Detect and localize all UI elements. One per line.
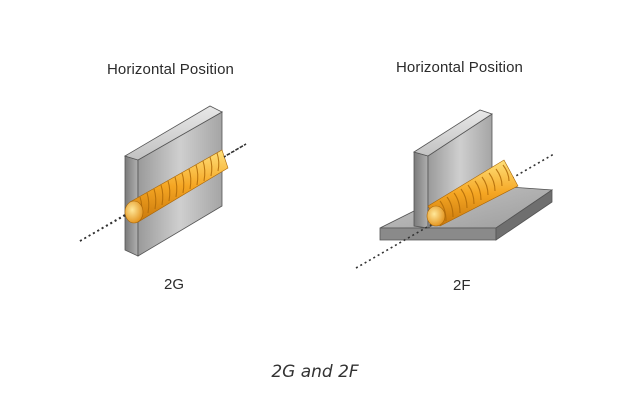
panel-title-right: Horizontal Position xyxy=(396,59,523,76)
plate-top-edge xyxy=(124,105,223,161)
panel-title-left: Horizontal Position xyxy=(107,61,234,78)
welding-positions-figure: Horizontal Position Horizontal Position … xyxy=(79,59,555,294)
weld-bead xyxy=(124,149,229,224)
base-plate-side xyxy=(495,189,553,241)
welding-illustrations xyxy=(79,105,555,269)
panel-label-2f: 2F xyxy=(453,277,471,294)
weld-axis-line xyxy=(355,153,555,269)
vertical-plate-top xyxy=(413,109,493,157)
panel-label-2g: 2G xyxy=(164,276,185,293)
base-plate-front xyxy=(379,227,497,241)
fillet-weld-2f-illustration xyxy=(355,109,555,269)
figure-caption: 2G and 2F xyxy=(271,362,359,382)
vertical-plate-edge xyxy=(413,151,429,229)
fillet-weld-bead xyxy=(426,159,519,227)
groove-weld-2g-illustration xyxy=(79,105,247,257)
